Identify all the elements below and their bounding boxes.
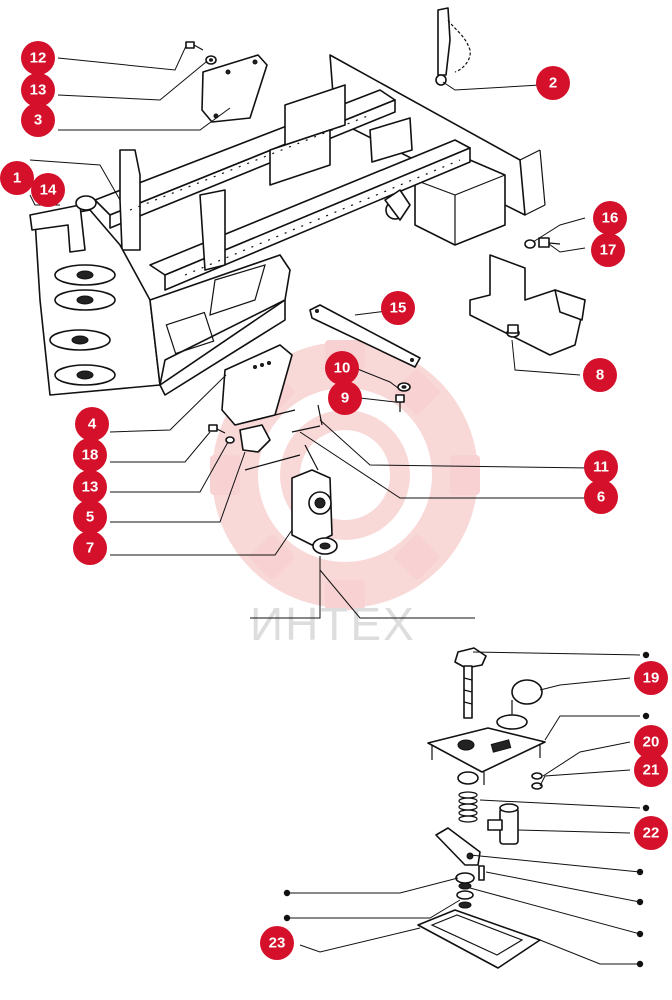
- reference-dot: [283, 914, 291, 922]
- callout-label: 9: [341, 390, 349, 407]
- callout-19: 19: [634, 661, 668, 695]
- callout-label: 2: [549, 75, 557, 92]
- callout-label: 4: [88, 416, 97, 433]
- callout-23: 23: [260, 926, 294, 960]
- callout-label: 13: [82, 479, 99, 496]
- callout-6: 6: [584, 480, 618, 514]
- callout-11: 11: [584, 450, 618, 484]
- callout-5: 5: [73, 500, 107, 534]
- callout-9: 9: [328, 381, 362, 415]
- callout-label: 16: [602, 210, 619, 227]
- main-frame-drawing: [29, 54, 546, 396]
- pin-with-chain-drawing: [435, 7, 471, 86]
- screw-12-drawing: [185, 41, 204, 51]
- reference-dot: [283, 889, 291, 897]
- callout-22: 22: [634, 816, 668, 850]
- fitting-22-drawing: [487, 803, 519, 845]
- callout-label: 5: [86, 509, 94, 526]
- callout-label: 8: [596, 367, 604, 384]
- callout-label: 1: [13, 170, 21, 187]
- callout-21: 21: [634, 753, 668, 787]
- callout-label: 18: [82, 447, 99, 464]
- reference-dot: [642, 804, 650, 812]
- callout-4: 4: [75, 407, 109, 441]
- callout-label: 23: [269, 935, 286, 952]
- callout-10: 10: [325, 351, 359, 385]
- callout-label: 11: [593, 459, 609, 476]
- plate-20-drawing: [427, 727, 546, 785]
- callout-1: 1: [0, 161, 34, 195]
- reference-dot: [636, 868, 644, 876]
- washer-16-drawing: [524, 239, 536, 249]
- callout-17: 17: [591, 233, 625, 267]
- callout-16: 16: [593, 201, 627, 235]
- bolt-17-drawing: [538, 237, 561, 248]
- reference-dot: [642, 651, 650, 659]
- callout-label: 22: [643, 825, 660, 842]
- bushing-drawing: [455, 872, 475, 909]
- callout-label: 10: [334, 360, 351, 377]
- washer-13-top-drawing: [205, 55, 217, 65]
- bolt-9-drawing: [395, 394, 405, 412]
- callout-18: 18: [73, 438, 107, 472]
- cover-plate-drawing: [201, 54, 268, 123]
- callout-8: 8: [583, 358, 617, 392]
- callout-20: 20: [634, 725, 668, 759]
- knob-19-drawing: [454, 647, 487, 719]
- lever-drawing: [435, 827, 485, 881]
- callout-12: 12: [21, 41, 55, 75]
- cap-19-drawing: [496, 679, 543, 730]
- bracket-8-drawing: [469, 254, 586, 356]
- spring-drawing: [458, 791, 478, 823]
- reference-dot: [642, 712, 650, 720]
- callout-label: 12: [30, 50, 47, 67]
- reference-dots: [283, 651, 650, 968]
- callout-label: 6: [597, 489, 605, 506]
- callout-label: 20: [643, 734, 660, 751]
- socket-7-drawing: [244, 444, 338, 555]
- screw-18-drawing: [208, 424, 226, 434]
- callout-label: 14: [40, 182, 57, 199]
- rod-6-drawing: [254, 409, 321, 433]
- washer-21-drawing: [531, 772, 543, 790]
- callout-15: 15: [381, 291, 415, 325]
- callout-label: 3: [34, 112, 42, 129]
- reference-dot: [636, 960, 644, 968]
- callout-label: 17: [600, 242, 617, 259]
- callout-3: 3: [21, 103, 55, 137]
- callout-7: 7: [73, 531, 107, 565]
- callout-label: 7: [86, 540, 94, 557]
- gasket-23-drawing: [417, 909, 541, 969]
- callout-13-top: 13: [21, 73, 55, 107]
- callout-label: 19: [643, 670, 660, 687]
- callout-label: 15: [390, 300, 407, 317]
- callout-2: 2: [536, 66, 570, 100]
- callout-14: 14: [31, 173, 65, 207]
- washer-10-drawing: [397, 382, 411, 392]
- reference-dot: [636, 898, 644, 906]
- reference-dot: [636, 930, 644, 938]
- callout-13-lower: 13: [73, 470, 107, 504]
- callout-markers: 12 13 3 1 14 2 16 17 15 8 10 9 11 6 4: [0, 41, 668, 960]
- callout-label: 13: [30, 82, 47, 99]
- hinge-5-drawing: [239, 424, 271, 453]
- washer-13-lower-drawing: [225, 436, 235, 444]
- flat-bar-15-drawing: [309, 304, 421, 368]
- watermark-text: ИНТЕХ: [250, 598, 416, 650]
- callout-label: 21: [643, 762, 660, 779]
